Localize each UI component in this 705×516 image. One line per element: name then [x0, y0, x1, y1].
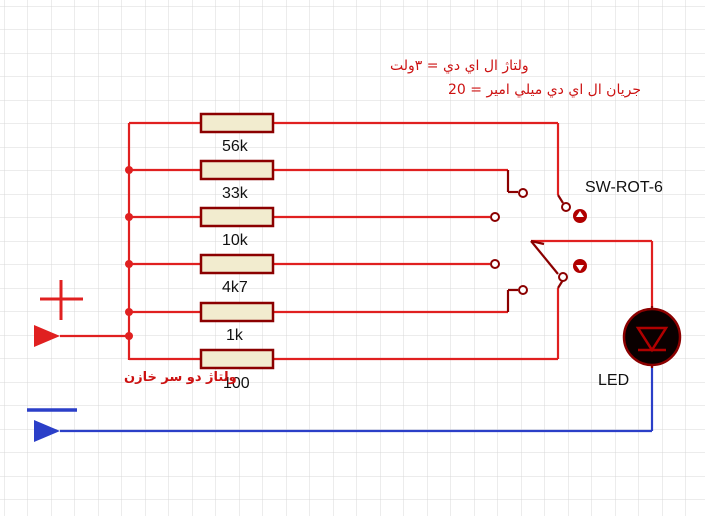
switch-contact-points	[490, 188, 571, 295]
resistor-4k7[interactable]: 4k7	[199, 253, 275, 296]
negative-wiring	[27, 365, 654, 433]
resistor-56k[interactable]: 56k	[199, 112, 275, 155]
switch-contacts	[506, 170, 564, 312]
led-body	[622, 307, 682, 367]
resistor-label: 4k7	[222, 279, 248, 296]
positive-wiring	[40, 121, 654, 361]
resistor-10k[interactable]: 10k	[199, 206, 275, 249]
switch-rotate-controls[interactable]	[573, 209, 587, 273]
resistor-label: 1k	[226, 327, 244, 344]
resistor-label: 10k	[222, 232, 249, 249]
resistor-label: 33k	[222, 185, 249, 202]
led-label: LED	[598, 372, 629, 389]
positive-input-arrow	[34, 325, 60, 347]
led[interactable]: LED	[598, 306, 682, 389]
capacitor-voltage-note: ولتاژ دو سر خازن	[124, 370, 237, 385]
resistor-label: 100	[223, 375, 250, 392]
switch-label: SW-ROT-6	[585, 179, 663, 196]
resistor-33k[interactable]: 33k	[199, 159, 275, 202]
resistor-label: 56k	[222, 138, 249, 155]
rotary-switch[interactable]: SW-ROT-6	[490, 170, 663, 312]
led-current-note: جريان ال اي دي ميلي امير = 20	[448, 82, 641, 98]
junctions	[125, 166, 133, 340]
negative-input-arrow	[34, 420, 60, 442]
led-voltage-note: ولتاژ ال اي دي = ۳ولت	[390, 58, 529, 74]
resistor-100[interactable]: 100	[199, 348, 275, 392]
diode-icon	[635, 326, 669, 353]
resistor-1k[interactable]: 1k	[199, 301, 275, 344]
